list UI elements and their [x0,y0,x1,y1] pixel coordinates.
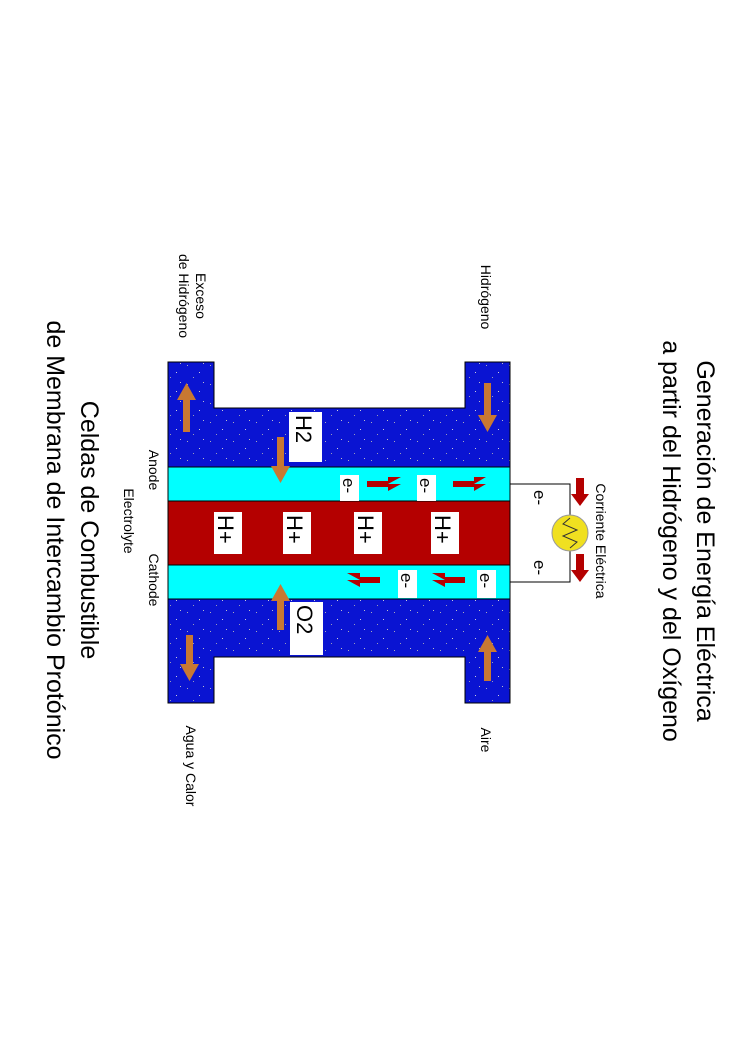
h2-label-box: H2 [289,412,322,462]
water-heat-outlet-label: Agua y Calor [183,726,199,807]
cathode-label: Cathode [146,554,162,607]
current-label: Corriente Eléctrica [593,483,609,598]
h2-arrow-icon [271,437,290,483]
electron-box: e- [476,570,496,598]
proton-label: H+ [353,515,378,544]
electrolyte-label: Electrolyte [121,488,137,554]
air-inlet-label: Aire [478,728,494,753]
arrow-down-icon [180,635,199,681]
electron-box: e- [416,475,436,501]
title-line-2: a partir del Hidrógeno y del Oxígeno [657,340,685,742]
o2-label-box: O2 [290,602,323,655]
proton-box: H+ [353,512,382,554]
cathode-flow-plate [167,598,511,704]
o2-label: O2 [292,605,317,634]
subtitle-line-1: Celdas de Combustible [75,401,103,659]
o2-arrow-icon [271,584,290,630]
title-line-1: Generación de Energía Eléctrica [691,360,719,721]
current-arrow-icon-1 [571,478,589,506]
arrow-up-icon [478,635,497,681]
arrow-up-icon [177,383,196,432]
electron-label: e- [339,478,358,493]
electron-label: e- [416,478,435,493]
hydrogen-excess-label-2: de Hidrógeno [176,254,192,338]
proton-label: H+ [430,515,455,544]
electron-arrow-right-icon [367,477,401,491]
proton-box: H+ [430,512,459,554]
proton-box: H+ [282,512,311,554]
electron-arrow-left-icon [432,573,465,587]
electron-box: e- [397,570,417,598]
current-arrow-icon-2 [571,554,589,582]
circuit-wire [510,483,571,583]
proton-label: H+ [213,515,238,544]
subtitle-line-2: de Membrana de Intercambio Protónico [41,320,69,759]
h2-label: H2 [291,415,316,443]
arrow-down-icon [478,383,497,432]
electron-label: e- [476,573,495,588]
lightbulb-icon [551,514,589,552]
circuit-electron-label-2: e- [530,560,549,575]
hydrogen-excess-label-1: Exceso [193,273,209,319]
circuit-electron-label-1: e- [530,490,549,505]
electron-box: e- [339,475,359,501]
proton-box: H+ [213,512,242,554]
anode-label: Anode [146,450,162,491]
hydrogen-inlet-label: Hidrógeno [478,265,494,330]
proton-label: H+ [282,515,307,544]
electron-arrow-left-icon [347,573,380,587]
electron-label: e- [397,573,416,588]
anode-flow-plate [167,361,511,468]
electron-arrow-right-icon [453,477,486,491]
